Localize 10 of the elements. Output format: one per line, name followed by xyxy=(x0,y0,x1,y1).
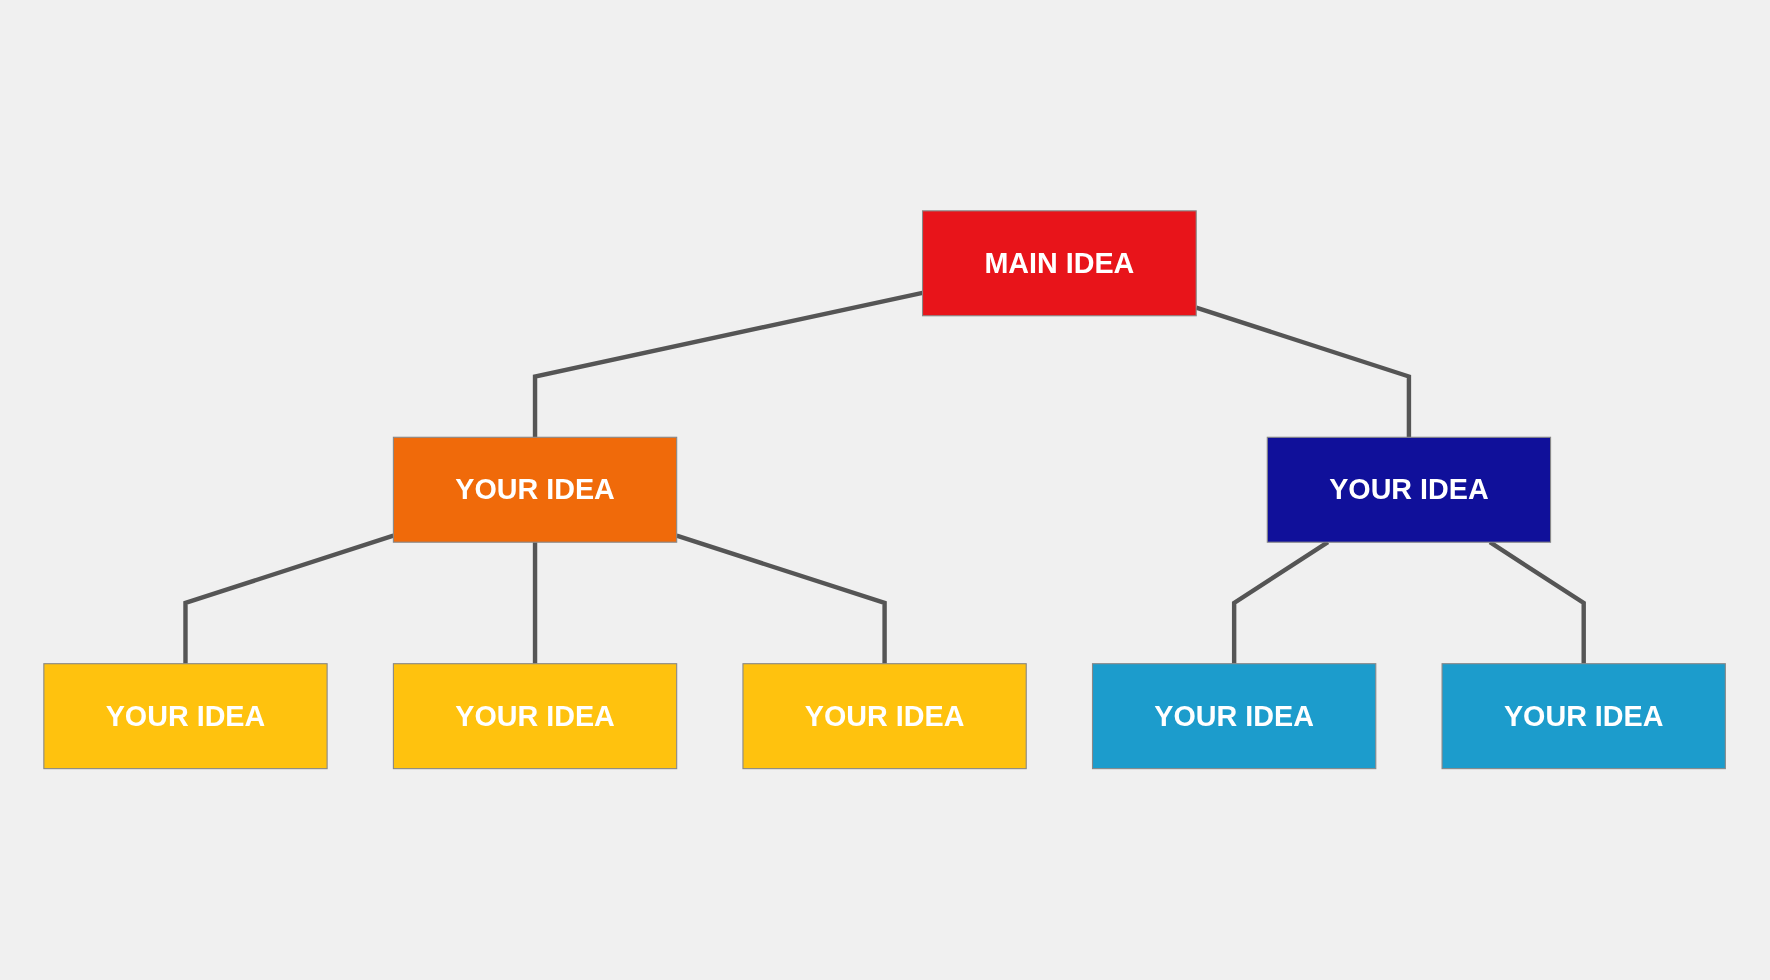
node-box: YOUR IDEA xyxy=(43,663,329,770)
node-box: YOUR IDEA xyxy=(1267,436,1552,543)
node-box: YOUR IDEA xyxy=(1092,663,1377,770)
connector xyxy=(183,533,395,664)
node-box: YOUR IDEA xyxy=(1441,663,1727,770)
node-box: YOUR IDEA xyxy=(742,663,1028,770)
node-box: MAIN IDEA xyxy=(922,210,1198,317)
node-box: YOUR IDEA xyxy=(393,436,678,543)
connector xyxy=(533,542,538,664)
node-box: YOUR IDEA xyxy=(393,663,678,770)
